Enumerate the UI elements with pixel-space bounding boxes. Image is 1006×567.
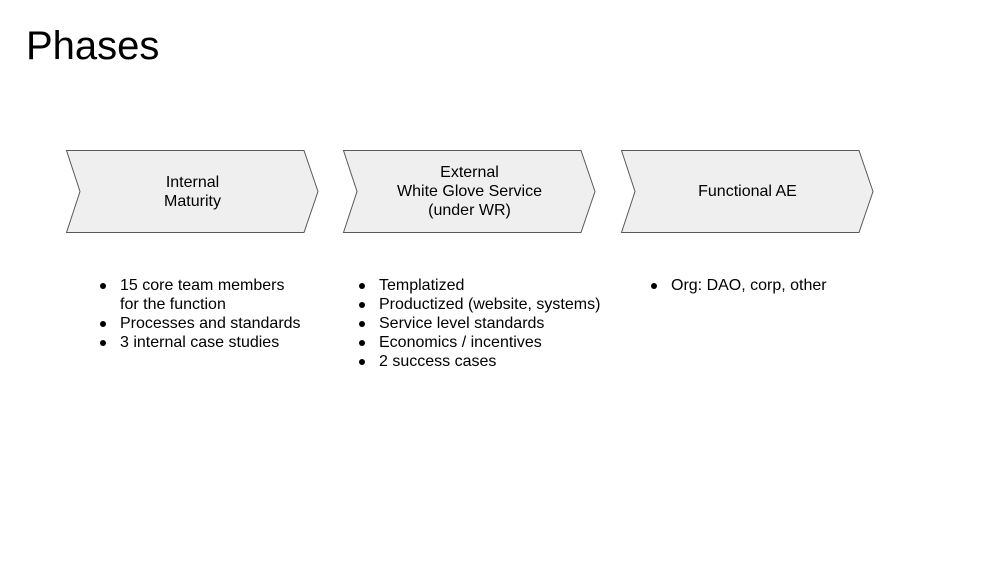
chevron-shape [65, 150, 319, 233]
bullet-item: Templatized [358, 276, 600, 295]
page-title: Phases [26, 24, 160, 68]
phase-1-bullet-list: 15 core team members for the function Pr… [98, 276, 301, 352]
phase-label: Internal Maturity [164, 173, 221, 210]
bullet-item: Service level standards [358, 314, 600, 333]
bullet-item: Org: DAO, corp, other [651, 277, 827, 294]
bullet-item: Economics / incentives [358, 333, 600, 352]
phase-label: Functional AE [698, 183, 797, 200]
bullet-item: 2 success cases [358, 352, 600, 371]
phase-3-bullet-list: Org: DAO, corp, other [649, 276, 827, 295]
bullet-item: Productized (website, systems) [358, 296, 601, 313]
bullet-item: 3 internal case studies [100, 333, 301, 352]
phase-chevron-internal-maturity: Internal Maturity [65, 150, 319, 233]
chevron-shape [620, 150, 874, 233]
phase-chevron-functional-ae: Functional AE [620, 150, 874, 233]
chevron-shape [342, 150, 596, 233]
phase-label: External White Glove Service (under WR) [397, 164, 542, 219]
phase-chevron-external-white-glove: External White Glove Service (under WR) [342, 150, 596, 233]
bullet-item: 15 core team members for the function [100, 276, 301, 314]
phase-2-bullet-list: Templatized Productized (website, system… [357, 276, 600, 371]
bullet-item: Processes and standards [100, 315, 301, 332]
